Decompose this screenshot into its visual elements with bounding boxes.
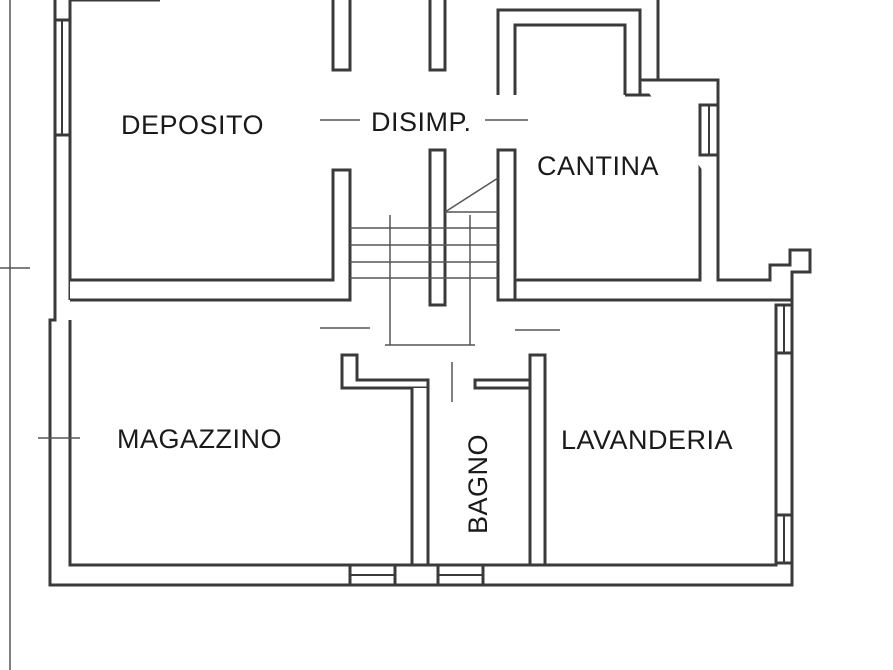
room-label-deposito: DEPOSITO: [121, 110, 264, 140]
room-label-bagno: BAGNO: [463, 434, 493, 534]
room-label-lavanderia: LAVANDERIA: [561, 425, 733, 455]
exterior-walls: [48, 0, 812, 587]
room-label-cantina: CANTINA: [537, 151, 659, 181]
room-label-disimpegno: DISIMP.: [371, 107, 472, 137]
windows: [38, 18, 794, 587]
room-label-magazzino: MAGAZZINO: [117, 424, 282, 454]
staircase: [320, 119, 560, 402]
